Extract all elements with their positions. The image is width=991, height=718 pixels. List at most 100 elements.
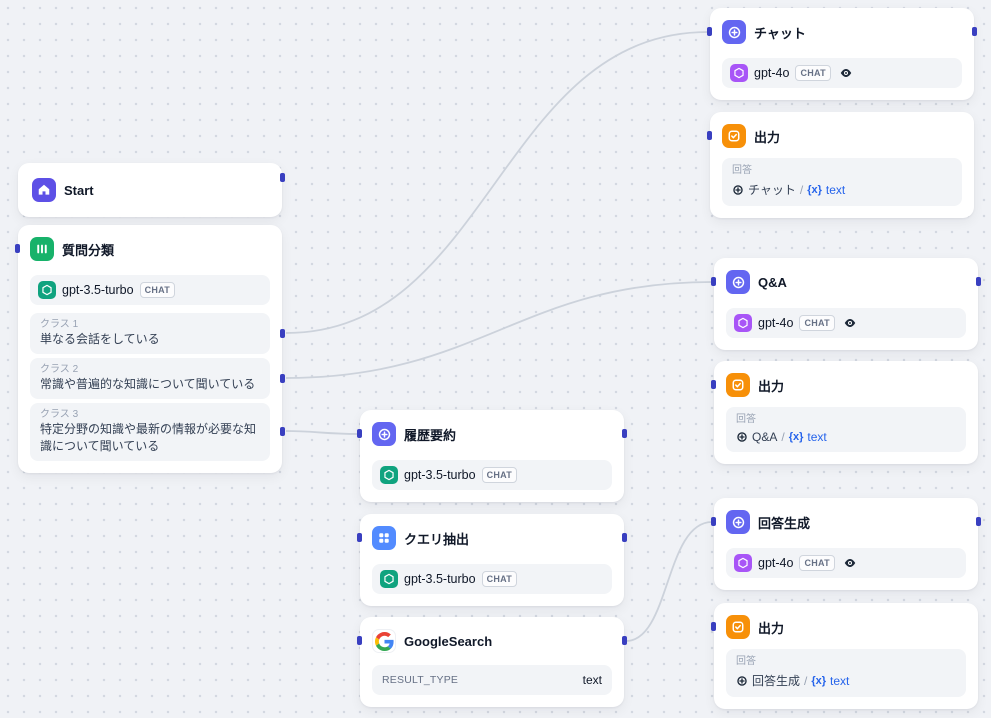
- class-row-3[interactable]: クラス 3 特定分野の知識や最新の情報が必要な知識について聞いている: [30, 403, 270, 461]
- param-label: RESULT_TYPE: [382, 674, 459, 686]
- end-icon: [726, 373, 750, 397]
- openai-icon: [734, 554, 752, 572]
- query-extract-icon: [372, 526, 396, 550]
- node-header: チャット: [722, 18, 962, 46]
- source-node-name: 回答生成: [752, 674, 801, 688]
- variable-x-icon: {x}: [788, 431, 804, 443]
- input-handle[interactable]: [711, 380, 716, 389]
- edge-class2-to-qa[interactable]: [285, 281, 713, 379]
- model-name: gpt-3.5-turbo: [404, 468, 476, 482]
- model-selector[interactable]: gpt-4o CHAT: [726, 308, 966, 338]
- model-selector[interactable]: gpt-3.5-turbo CHAT: [30, 275, 270, 305]
- model-name: gpt-3.5-turbo: [62, 283, 134, 297]
- node-title: Q&A: [758, 274, 787, 290]
- class-text: 単なる会話をしている: [40, 332, 160, 346]
- source-node-name: チャット: [748, 183, 796, 197]
- llm-icon: [726, 510, 750, 534]
- class-label: クラス 3: [40, 409, 79, 420]
- input-handle[interactable]: [707, 27, 712, 36]
- llm-icon: [722, 20, 746, 44]
- input-handle[interactable]: [357, 533, 362, 542]
- llm-node-mini-icon: [737, 432, 747, 442]
- model-name: gpt-4o: [754, 66, 790, 80]
- node-header: 出力: [722, 122, 962, 150]
- output-variable-row[interactable]: チャット / {x} text: [732, 181, 952, 198]
- google-icon: [372, 629, 396, 653]
- model-selector[interactable]: gpt-4o CHAT: [722, 58, 962, 88]
- model-name: gpt-4o: [758, 556, 794, 570]
- node-query-extraction[interactable]: クエリ抽出 gpt-3.5-turbo CHAT: [357, 514, 627, 606]
- input-handle[interactable]: [711, 517, 716, 526]
- node-header: 出力: [726, 613, 966, 641]
- input-handle[interactable]: [711, 277, 716, 286]
- openai-icon: [734, 314, 752, 332]
- input-handle[interactable]: [707, 131, 712, 140]
- node-output-qa[interactable]: 出力 回答 Q&A / {x} text: [711, 361, 978, 464]
- output-variable-box: 回答 チャット / {x} text: [722, 158, 962, 206]
- node-title: 回答生成: [758, 515, 811, 531]
- output-handle[interactable]: [972, 27, 977, 36]
- node-title: 出力: [758, 378, 785, 394]
- output-variable-row[interactable]: Q&A / {x} text: [736, 430, 956, 444]
- end-icon: [722, 124, 746, 148]
- input-handle[interactable]: [357, 429, 362, 438]
- variable-name: text: [807, 430, 827, 444]
- class-text: 常識や普遍的な知識について聞いている: [40, 377, 256, 391]
- model-selector[interactable]: gpt-4o CHAT: [726, 548, 966, 578]
- input-handle[interactable]: [711, 622, 716, 631]
- variable-name: text: [830, 673, 850, 688]
- model-selector[interactable]: gpt-3.5-turbo CHAT: [372, 460, 612, 490]
- node-title: 履歴要約: [404, 427, 457, 443]
- model-name: gpt-3.5-turbo: [404, 572, 476, 586]
- node-header: 回答生成: [726, 508, 966, 536]
- node-output-chat[interactable]: 出力 回答 チャット / {x} text: [707, 112, 974, 218]
- chat-badge: CHAT: [481, 571, 518, 587]
- class1-output-handle[interactable]: [280, 329, 285, 338]
- class-row-1[interactable]: クラス 1 単なる会話をしている: [30, 313, 270, 354]
- node-start-header: Start: [32, 176, 268, 204]
- output-variable-row[interactable]: 回答生成 / {x} text: [736, 672, 956, 689]
- output-handle[interactable]: [622, 533, 627, 542]
- output-handle[interactable]: [280, 173, 285, 182]
- input-handle[interactable]: [15, 244, 20, 253]
- output-handle[interactable]: [622, 636, 627, 645]
- class3-output-handle[interactable]: [280, 427, 285, 436]
- chat-badge: CHAT: [799, 315, 835, 331]
- node-output-answer[interactable]: 出力 回答 回答生成 / {x} text: [711, 603, 978, 709]
- variable-x-icon: {x}: [811, 674, 827, 687]
- node-qa[interactable]: Q&A gpt-4o CHAT: [711, 258, 981, 350]
- output-handle[interactable]: [976, 277, 981, 286]
- classifier-icon: [30, 237, 54, 261]
- vision-eye-icon: [843, 556, 857, 570]
- output-handle[interactable]: [622, 429, 627, 438]
- vision-eye-icon: [843, 316, 857, 330]
- edge-class1-to-chat[interactable]: [285, 31, 709, 334]
- node-header: 履歴要約: [372, 420, 612, 448]
- node-header: 出力: [726, 371, 966, 399]
- node-answer-generation[interactable]: 回答生成 gpt-4o CHAT: [711, 498, 981, 590]
- node-title: 出力: [758, 620, 785, 636]
- node-google-search[interactable]: GoogleSearch RESULT_TYPE text: [357, 617, 627, 707]
- node-start[interactable]: Start: [18, 163, 285, 217]
- llm-node-mini-icon: [733, 184, 743, 195]
- class-text: 特定分野の知識や最新の情報が必要な知識について聞いている: [40, 422, 257, 453]
- llm-node-mini-icon: [737, 675, 747, 686]
- end-icon: [726, 615, 750, 639]
- result-type-field[interactable]: RESULT_TYPE text: [372, 665, 612, 695]
- model-selector[interactable]: gpt-3.5-turbo CHAT: [372, 564, 612, 594]
- input-handle[interactable]: [357, 636, 362, 645]
- node-header: 質問分類: [30, 235, 270, 263]
- openai-icon: [730, 64, 748, 82]
- variable-name: text: [825, 182, 846, 197]
- node-title: クエリ抽出: [404, 531, 470, 547]
- node-history-summary[interactable]: 履歴要約 gpt-3.5-turbo CHAT: [357, 410, 627, 502]
- output-handle[interactable]: [976, 517, 981, 526]
- node-question-classifier[interactable]: 質問分類 gpt-3.5-turbo CHAT クラス 1 単なる会話をしている…: [15, 225, 285, 473]
- edge-google-to-answer[interactable]: [625, 521, 713, 642]
- class-row-2[interactable]: クラス 2 常識や普遍的な知識について聞いている: [30, 358, 270, 399]
- class2-output-handle[interactable]: [280, 374, 285, 383]
- node-chat[interactable]: チャット gpt-4o CHAT: [707, 8, 977, 100]
- edge-class3-to-history[interactable]: [285, 430, 359, 435]
